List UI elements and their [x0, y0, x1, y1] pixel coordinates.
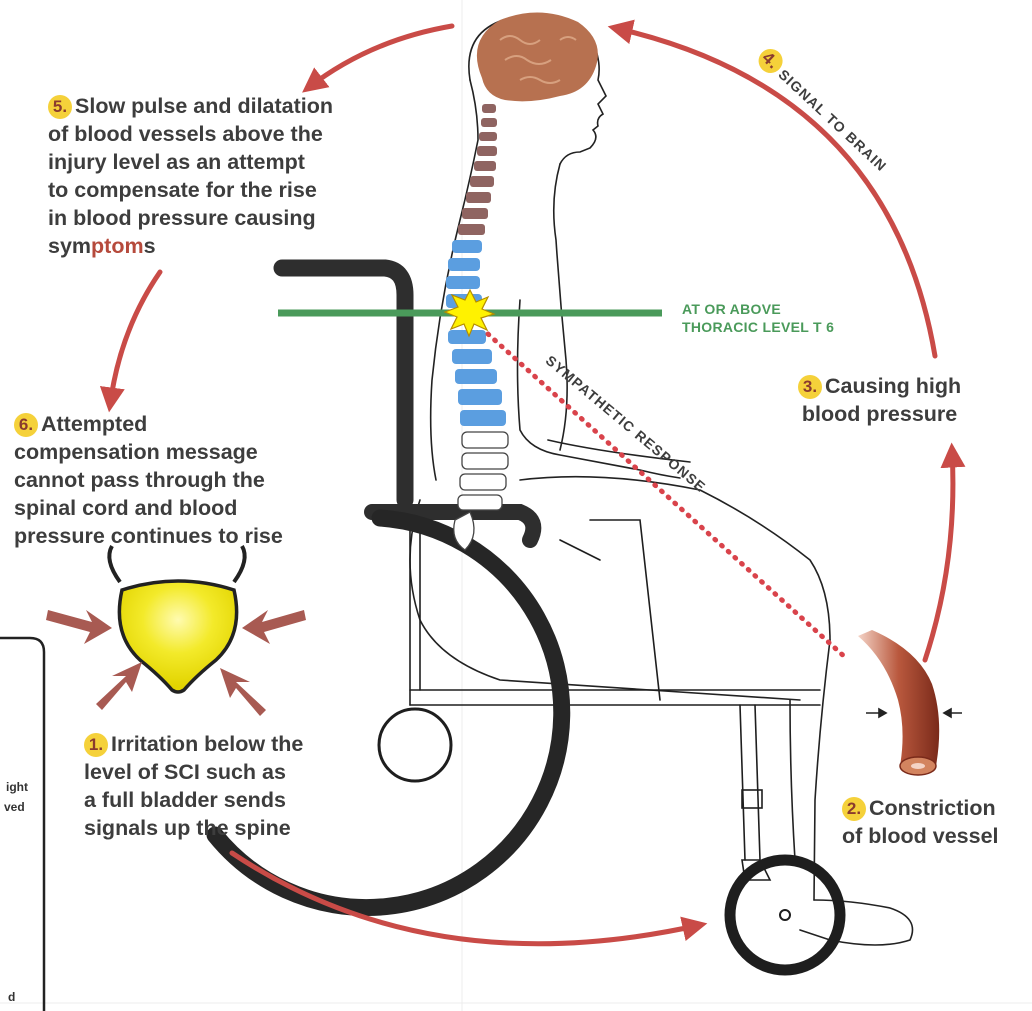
- step-3-badge: 3.: [798, 375, 822, 399]
- step-5-text: 5.Slow pulse and dilatation of blood ves…: [48, 92, 333, 260]
- brain: [477, 12, 598, 101]
- step-6-badge: 6.: [14, 413, 38, 437]
- step-6-text: 6.Attempted compensation message cannot …: [14, 410, 283, 550]
- spine-lower-blue: [446, 240, 506, 426]
- arrow-to-high-bp: [925, 450, 953, 660]
- wheelchair: [215, 268, 840, 970]
- step-1-text: 1.Irritation below the level of SCI such…: [84, 730, 303, 842]
- thoracic-level-label: AT OR ABOVE THORACIC LEVEL T 6: [682, 300, 834, 336]
- side-fragment-2: ved: [4, 800, 25, 814]
- step-3-text: 3.Causing high blood pressure: [798, 372, 961, 428]
- step-2-badge: 2.: [842, 797, 866, 821]
- step-5-badge: 5.: [48, 95, 72, 119]
- step-2-text: 2.Constriction of blood vessel: [842, 794, 999, 850]
- arrow-brain-to-step5: [308, 26, 452, 88]
- injury-star-icon: [445, 290, 494, 336]
- arrow-step5-to-step6: [110, 272, 160, 405]
- side-fragment-1: ight: [6, 780, 28, 794]
- step-1-badge: 1.: [84, 733, 108, 757]
- side-fragment-3: d: [8, 990, 15, 1004]
- side-box-outline: [0, 638, 44, 1011]
